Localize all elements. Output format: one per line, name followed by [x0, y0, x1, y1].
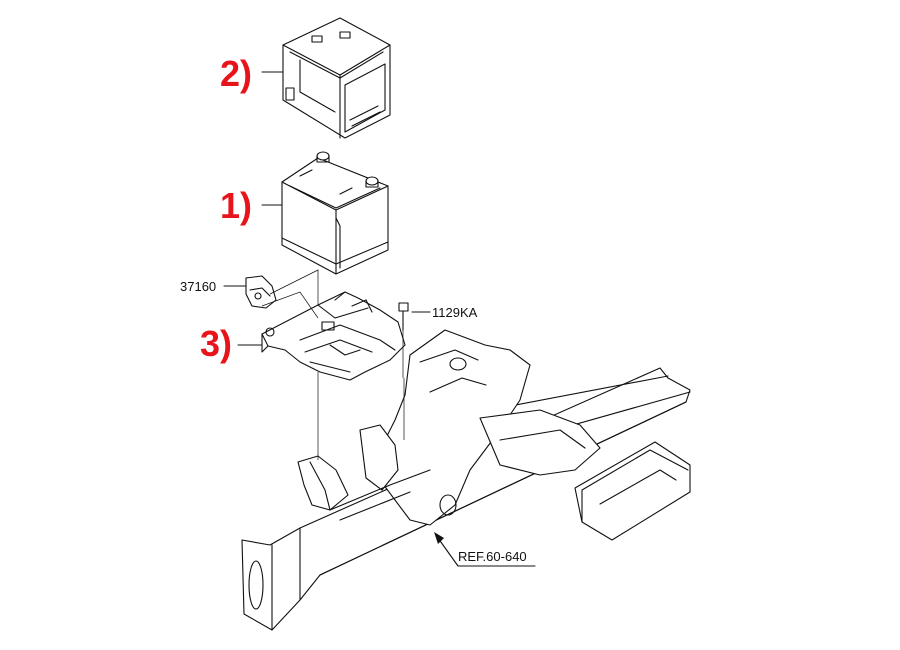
callout-battery-tray: 3)	[200, 323, 233, 364]
battery-cover	[261, 17, 391, 139]
reference-pointer	[434, 532, 536, 567]
battery-tray	[237, 291, 406, 381]
callout-battery: 1)	[220, 185, 253, 226]
part-number-bolt: 1129KA	[432, 305, 478, 320]
part-number-reference: REF.60-640	[458, 549, 527, 564]
part-number-clamp: 37160	[180, 279, 217, 294]
tray-bolt	[398, 302, 431, 378]
callout-battery-cover: 2)	[220, 53, 253, 94]
battery	[261, 151, 389, 275]
vehicle-frame	[241, 329, 691, 631]
battery-clamp	[223, 269, 319, 319]
